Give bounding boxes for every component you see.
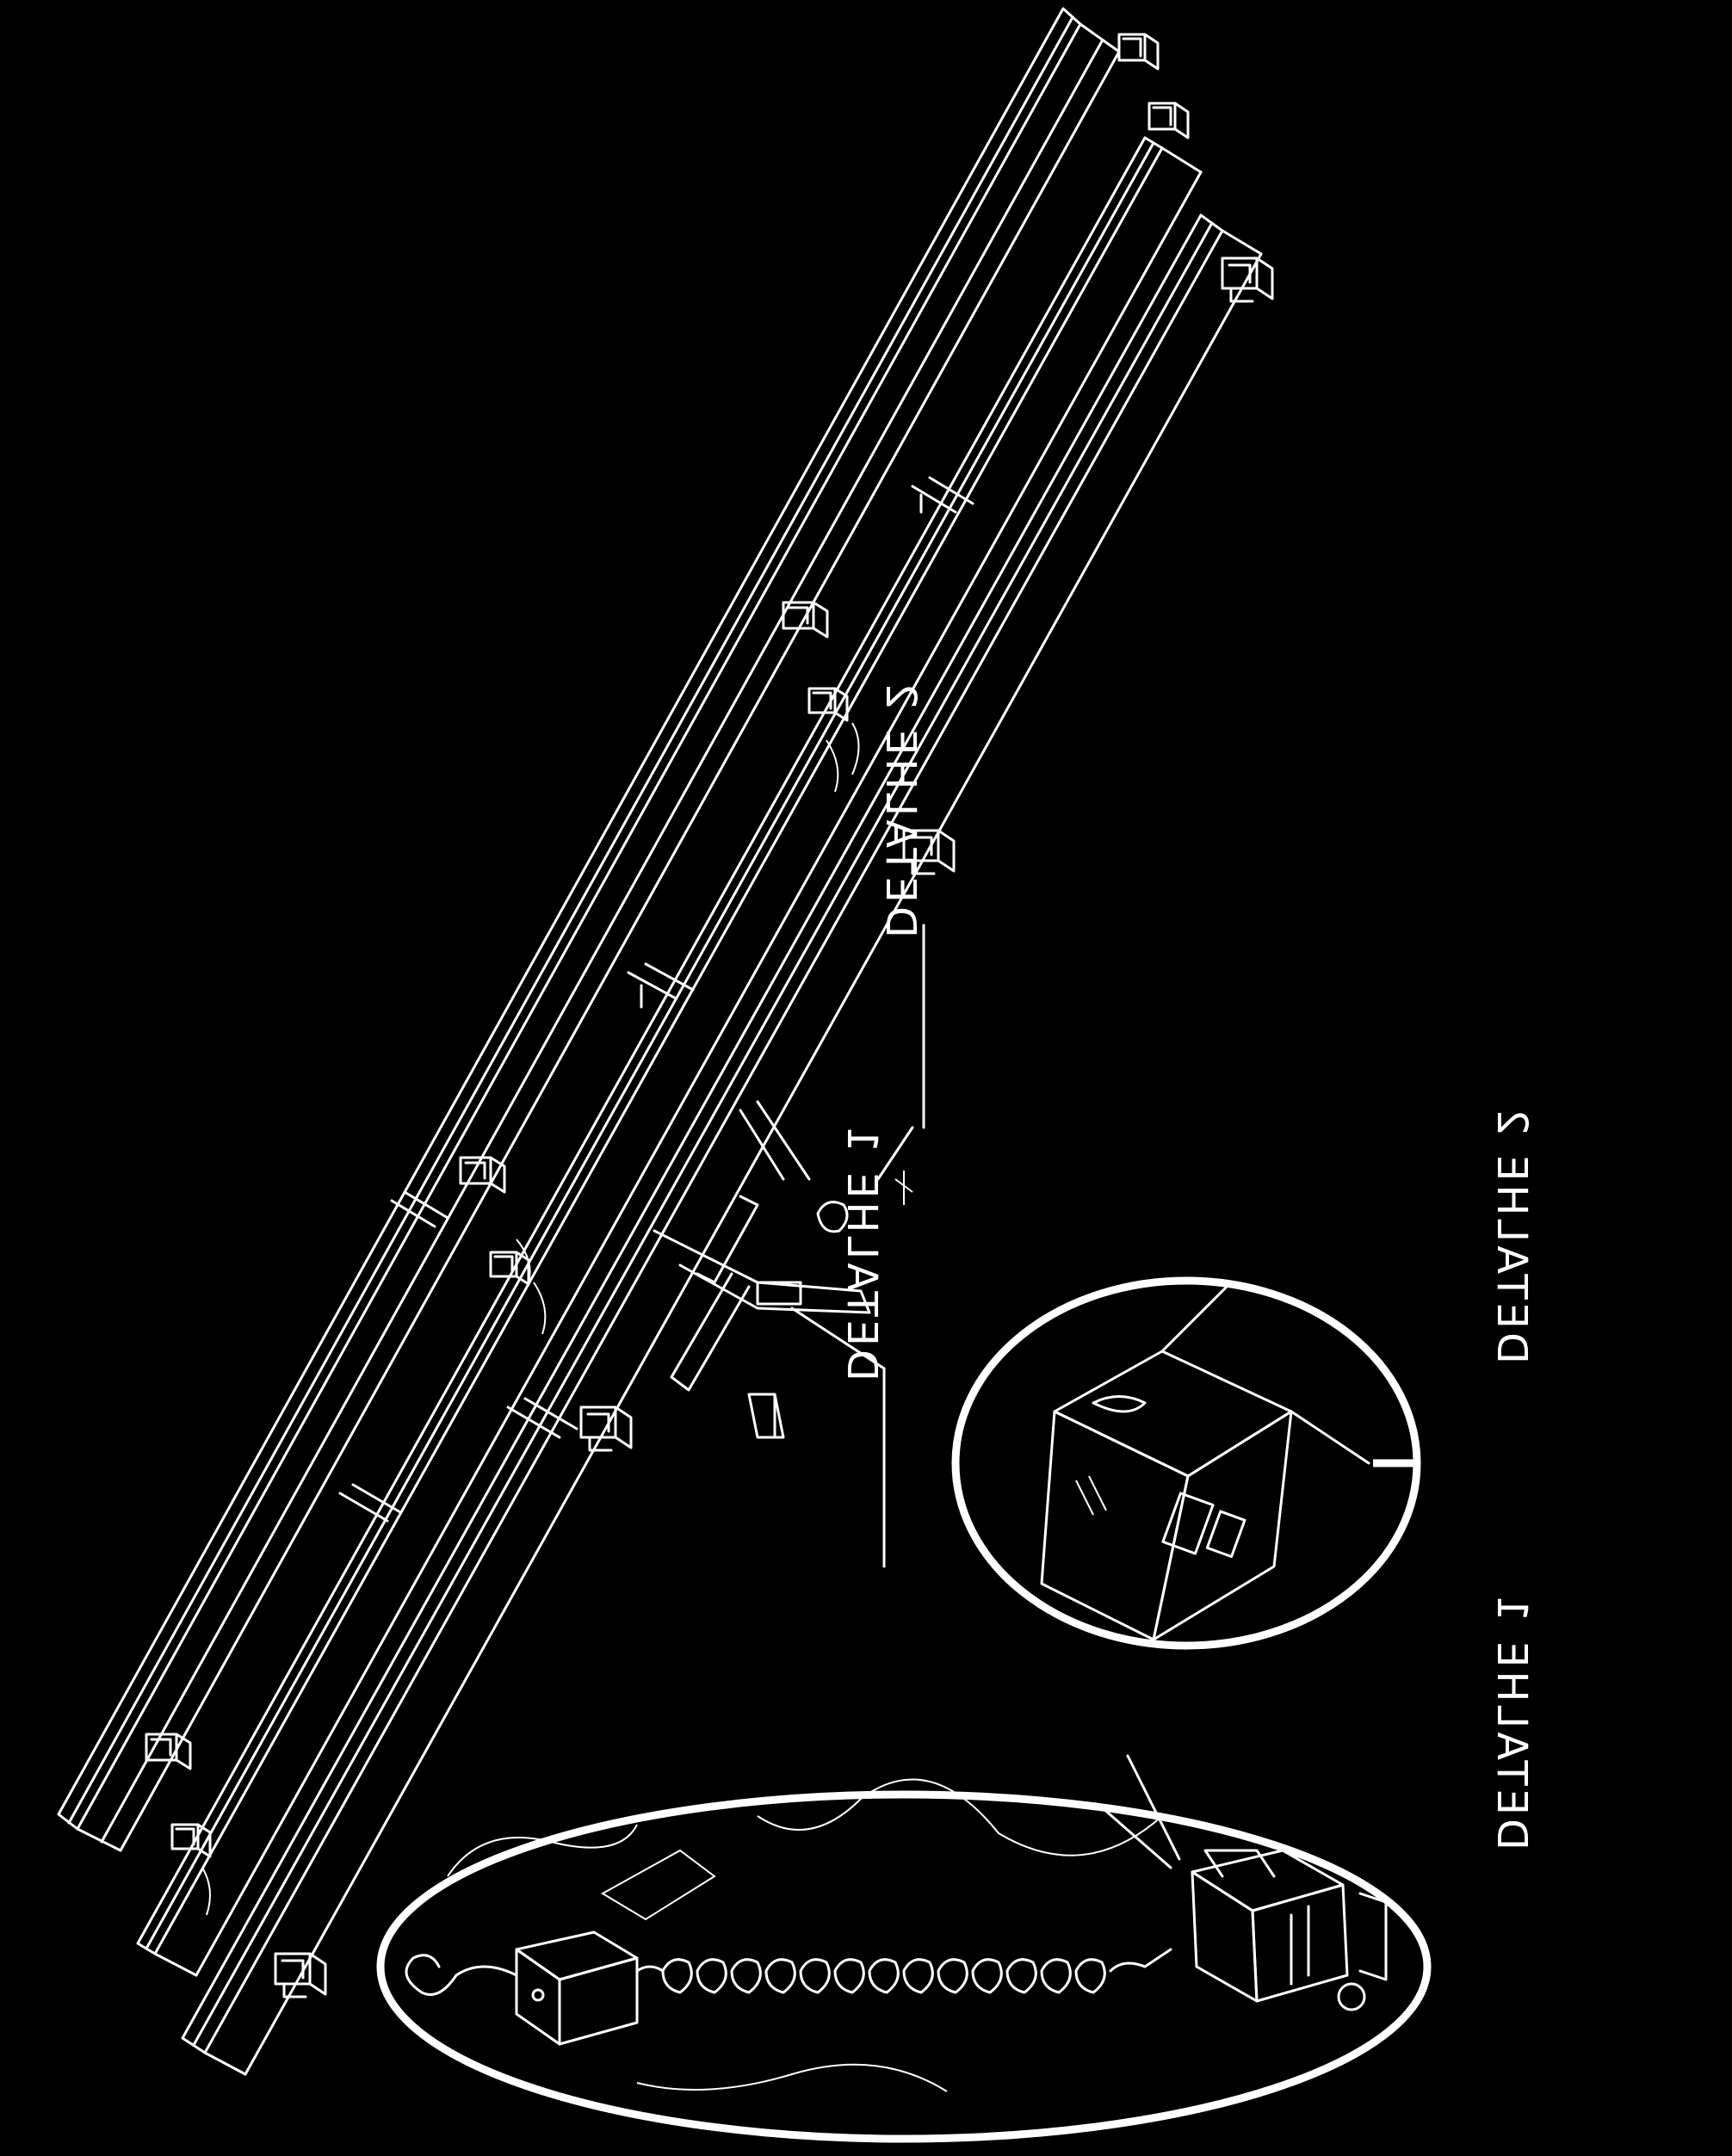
callout-detail-2: DETALHE 2	[876, 679, 925, 1181]
inset-detail-1: DETALHE 1	[376, 1591, 1536, 2143]
support-brackets	[145, 33, 1274, 1998]
drive-unit	[653, 1100, 913, 1439]
rail-joints	[338, 476, 974, 1523]
inset-detail-1-label: DETALHE 1	[1488, 1591, 1536, 1850]
callout-detail-1: DETALHE 1	[790, 1122, 886, 1568]
inset-detail-2-label: DETALHE 2	[1488, 1105, 1536, 1364]
rail-assembly	[57, 7, 1263, 2076]
callout-detail-2-label: DETALHE 2	[876, 679, 925, 938]
callout-detail-1-label: DETALHE 1	[838, 1122, 886, 1381]
tensioner-block	[1191, 1849, 1388, 2011]
control-box	[1040, 1350, 1416, 1641]
rail-2	[136, 136, 1203, 1977]
counterweight	[405, 1931, 665, 2046]
chain	[661, 1948, 1172, 1994]
rail-1	[57, 7, 1121, 1852]
inset-detail-2: DETALHE 2	[951, 1105, 1536, 1650]
rail-3	[181, 213, 1263, 2076]
